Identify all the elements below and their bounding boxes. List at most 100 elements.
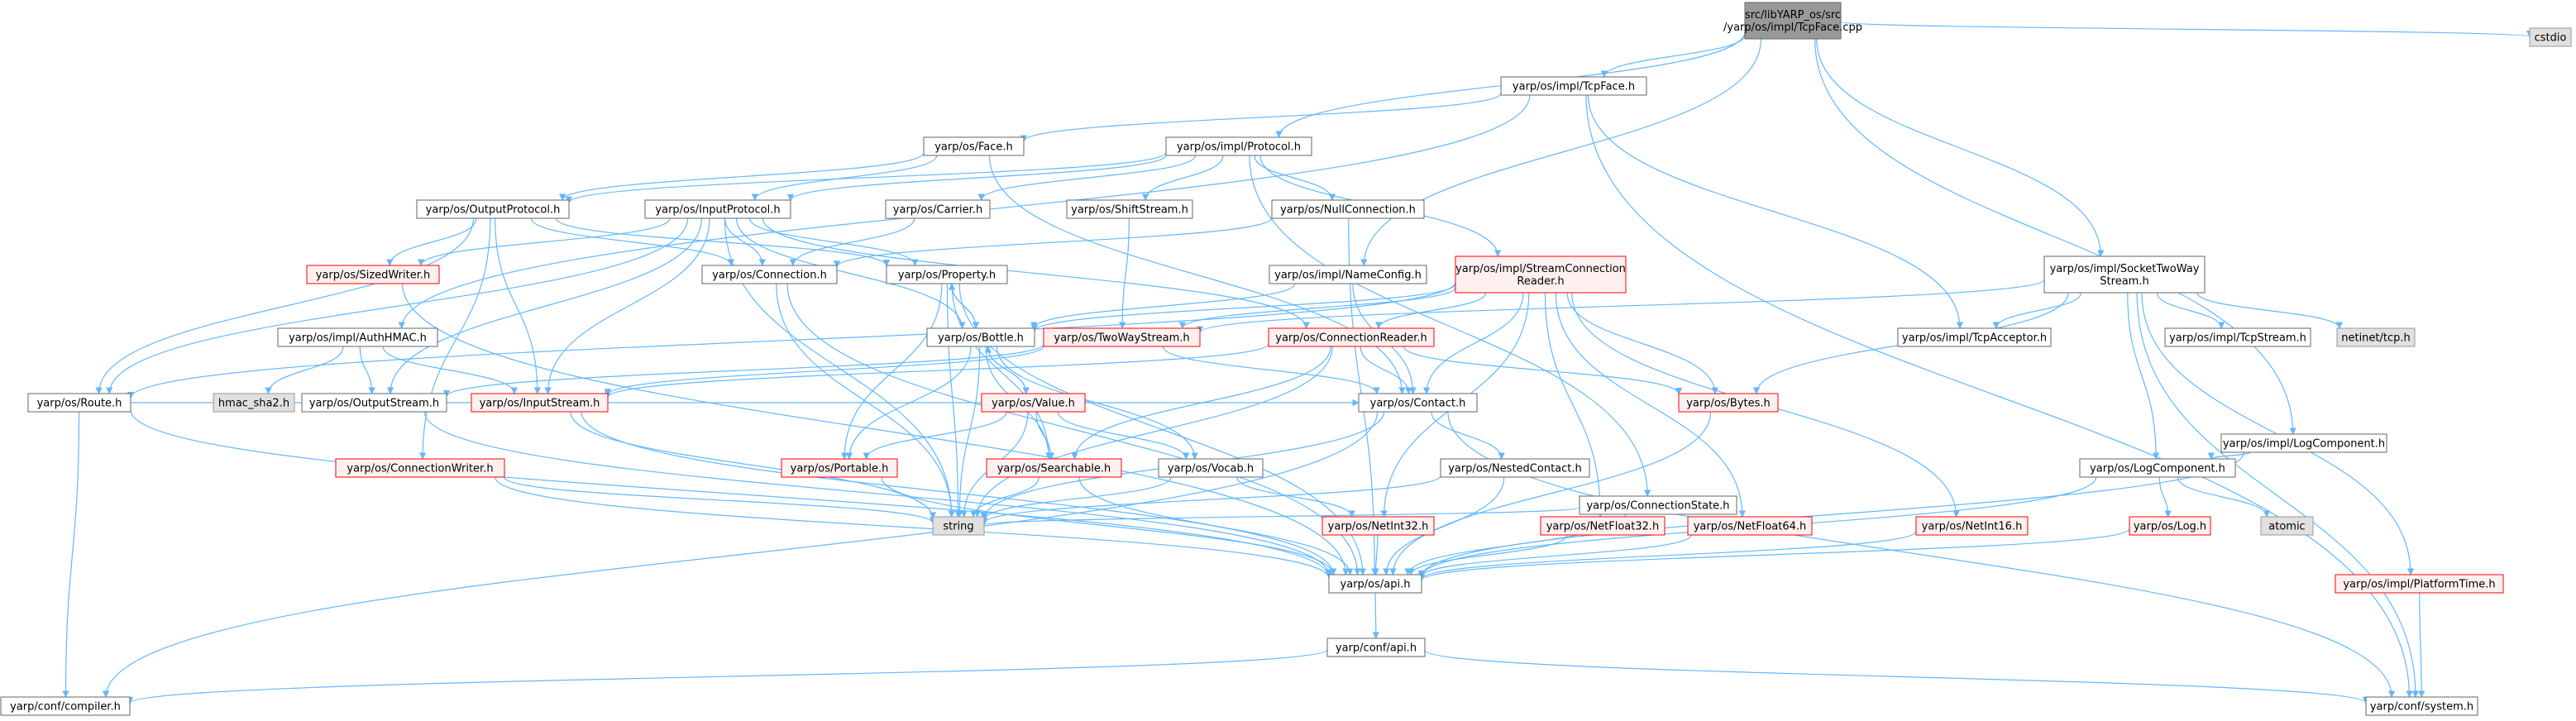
node-netfloat64-h[interactable]: yarp/os/NetFloat64.h bbox=[1687, 516, 1813, 536]
node-api-os-h[interactable]: yarp/os/api.h bbox=[1328, 574, 1422, 594]
node-hmac-sha2-h[interactable]: hmac_sha2.h bbox=[213, 393, 295, 413]
node-tcpface-cpp[interactable]: src/libYARP_os/src/yarp/os/impl/TcpFace.… bbox=[1723, 2, 1862, 40]
edge-outputprotocol_h-to-inputstream_h bbox=[495, 217, 542, 394]
node-shiftstream-h[interactable]: yarp/os/ShiftStream.h bbox=[1066, 199, 1193, 219]
node-outputstream-h[interactable]: yarp/os/OutputStream.h bbox=[301, 393, 447, 413]
node-label: yarp/os/NestedContact.h bbox=[1448, 463, 1582, 475]
node-vocab-h[interactable]: yarp/os/Vocab.h bbox=[1158, 458, 1264, 478]
node-label: Reader.h bbox=[1517, 275, 1564, 288]
node-box bbox=[2335, 574, 2504, 594]
node-nestedcontact-h[interactable]: yarp/os/NestedContact.h bbox=[1440, 458, 1590, 478]
edge-outputstream_h-to-api_os_h bbox=[423, 411, 1333, 576]
node-box bbox=[1915, 516, 2029, 536]
node-bytes-h[interactable]: yarp/os/Bytes.h bbox=[1678, 393, 1779, 413]
edge-connectionreader_h-to-bytes_h bbox=[1403, 346, 1683, 395]
node-label: src/libYARP_os/src bbox=[1745, 9, 1841, 21]
node-connectionreader-h[interactable]: yarp/os/ConnectionReader.h bbox=[1268, 327, 1435, 347]
node-route-h[interactable]: yarp/os/Route.h bbox=[27, 393, 131, 413]
node-netinet-tcp-h[interactable]: netinet/tcp.h bbox=[2336, 327, 2416, 347]
node-cstdio[interactable]: cstdio bbox=[2529, 27, 2572, 47]
node-label: yarp/os/impl/TcpAcceptor.h bbox=[1902, 332, 2047, 345]
edge-face_h-to-outputprotocol_h bbox=[559, 152, 925, 201]
edge-contact_h-to-conf_system_h bbox=[1447, 411, 2396, 698]
edge-searchable_h-to-api_os_h bbox=[1078, 476, 1354, 575]
edge-outputprotocol_h-to-route_h bbox=[95, 217, 475, 394]
edge-value_h-to-searchable_h bbox=[1035, 411, 1055, 460]
node-label: yarp/os/NullConnection.h bbox=[1280, 204, 1416, 217]
edges-layer bbox=[62, 21, 2533, 704]
node-protocol-h[interactable]: yarp/os/impl/Protocol.h bbox=[1165, 136, 1312, 156]
node-conf-system-h[interactable]: yarp/conf/system.h bbox=[2365, 696, 2478, 716]
node-box bbox=[644, 199, 791, 219]
node-box bbox=[1440, 458, 1590, 478]
node-tcpstream-h[interactable]: yarp/os/impl/TcpStream.h bbox=[2164, 327, 2311, 347]
edge-tcpface_cpp-to-cstdio bbox=[1840, 21, 2533, 38]
node-label: yarp/os/ConnectionWriter.h bbox=[346, 463, 493, 475]
node-outputprotocol-h[interactable]: yarp/os/OutputProtocol.h bbox=[416, 199, 570, 219]
node-logcomponent-h[interactable]: yarp/os/LogComponent.h bbox=[2079, 458, 2236, 478]
node-value-h[interactable]: yarp/os/Value.h bbox=[981, 393, 1086, 413]
node-connectionstate-h[interactable]: yarp/os/ConnectionState.h bbox=[1579, 495, 1737, 515]
node-label: string bbox=[943, 521, 973, 533]
edge-value_h-to-bottle_h bbox=[984, 346, 1027, 394]
node-netint32-h[interactable]: yarp/os/NetInt32.h bbox=[1321, 516, 1435, 536]
node-bottle-h[interactable]: yarp/os/Bottle.h bbox=[926, 327, 1035, 347]
edge-carrier_h-to-connection_h bbox=[789, 217, 915, 266]
edge-streamconnectionreader_h-to-bytes_h bbox=[1566, 292, 1719, 394]
node-atomic[interactable]: atomic bbox=[2260, 516, 2314, 536]
edge-sockettwowaystream_h-to-twowaystream_h bbox=[1197, 279, 2045, 333]
edge-netint32_h-to-api_os_h bbox=[1372, 534, 1379, 575]
node-nameconfig-h[interactable]: yarp/os/impl/NameConfig.h bbox=[1269, 265, 1427, 284]
edge-outputprotocol_h-to-property_h bbox=[555, 217, 891, 267]
edge-logcomponent_impl_h-to-logcomponent_h bbox=[2207, 451, 2251, 460]
edge-tcpface_cpp-to-logcomponent_impl_h bbox=[1814, 38, 2296, 435]
node-label: yarp/os/ConnectionReader.h bbox=[1275, 332, 1427, 345]
node-box bbox=[2129, 516, 2211, 536]
node-tcpacceptor-h[interactable]: yarp/os/impl/TcpAcceptor.h bbox=[1897, 327, 2052, 347]
node-sizedwriter-h[interactable]: yarp/os/SizedWriter.h bbox=[306, 265, 440, 284]
node-log-h[interactable]: yarp/os/Log.h bbox=[2129, 516, 2211, 536]
node-box bbox=[1579, 495, 1737, 515]
node-tcpface-h[interactable]: yarp/os/impl/TcpFace.h bbox=[1500, 76, 1647, 96]
node-portable-h[interactable]: yarp/os/Portable.h bbox=[781, 458, 898, 478]
node-property-h[interactable]: yarp/os/Property.h bbox=[886, 265, 1008, 284]
node-twowaystream-h[interactable]: yarp/os/TwoWayStream.h bbox=[1043, 327, 1201, 347]
node-label: yarp/os/Value.h bbox=[992, 398, 1075, 410]
edge-bottle_h-to-property_h bbox=[948, 283, 977, 329]
node-conf-api-h[interactable]: yarp/conf/api.h bbox=[1326, 637, 1426, 657]
node-connection-h[interactable]: yarp/os/Connection.h bbox=[701, 265, 838, 284]
node-inputstream-h[interactable]: yarp/os/InputStream.h bbox=[471, 393, 609, 413]
node-box bbox=[2220, 433, 2387, 453]
node-contact-h[interactable]: yarp/os/Contact.h bbox=[1358, 393, 1478, 413]
node-label: yarp/os/Searchable.h bbox=[997, 463, 1111, 475]
node-nullconnection-h[interactable]: yarp/os/NullConnection.h bbox=[1271, 199, 1425, 219]
node-label: yarp/os/Bottle.h bbox=[938, 332, 1024, 345]
edge-inputstream_h-to-api_os_h bbox=[581, 411, 1337, 575]
node-label: yarp/os/impl/LogComponent.h bbox=[2223, 438, 2385, 451]
node-label: yarp/os/impl/AuthHMAC.h bbox=[289, 332, 427, 345]
node-conf-compiler-h[interactable]: yarp/conf/compiler.h bbox=[0, 696, 131, 716]
node-authhmac-h[interactable]: yarp/os/impl/AuthHMAC.h bbox=[277, 327, 438, 347]
edge-connectionreader_h-to-contact_h bbox=[1360, 346, 1412, 394]
node-platformtime-h[interactable]: yarp/os/impl/PlatformTime.h bbox=[2335, 574, 2504, 594]
edge-protocol_h-to-carrier_h bbox=[977, 155, 1196, 201]
node-connectionwriter-h[interactable]: yarp/os/ConnectionWriter.h bbox=[335, 458, 505, 478]
node-netint16-h[interactable]: yarp/os/NetInt16.h bbox=[1915, 516, 2029, 536]
edge-sizedwriter_h-to-api_os_h bbox=[402, 283, 1350, 575]
edge-conf_api_h-to-conf_compiler_h bbox=[127, 649, 1328, 704]
node-face-h[interactable]: yarp/os/Face.h bbox=[923, 136, 1025, 156]
node-label: yarp/os/api.h bbox=[1341, 579, 1411, 591]
node-netfloat32-h[interactable]: yarp/os/NetFloat32.h bbox=[1540, 516, 1666, 536]
node-string[interactable]: string bbox=[932, 516, 985, 536]
node-inputprotocol-h[interactable]: yarp/os/InputProtocol.h bbox=[644, 199, 791, 219]
node-label: yarp/os/Face.h bbox=[934, 141, 1013, 154]
node-label: yarp/conf/compiler.h bbox=[10, 701, 121, 714]
node-carrier-h[interactable]: yarp/os/Carrier.h bbox=[885, 199, 991, 219]
node-box bbox=[2079, 458, 2236, 478]
node-searchable-h[interactable]: yarp/os/Searchable.h bbox=[986, 458, 1122, 478]
edge-authhmac_h-to-inputstream_h bbox=[382, 346, 519, 394]
node-label: Stream.h bbox=[2100, 275, 2148, 288]
node-logcomponent-impl-h[interactable]: yarp/os/impl/LogComponent.h bbox=[2220, 433, 2387, 453]
